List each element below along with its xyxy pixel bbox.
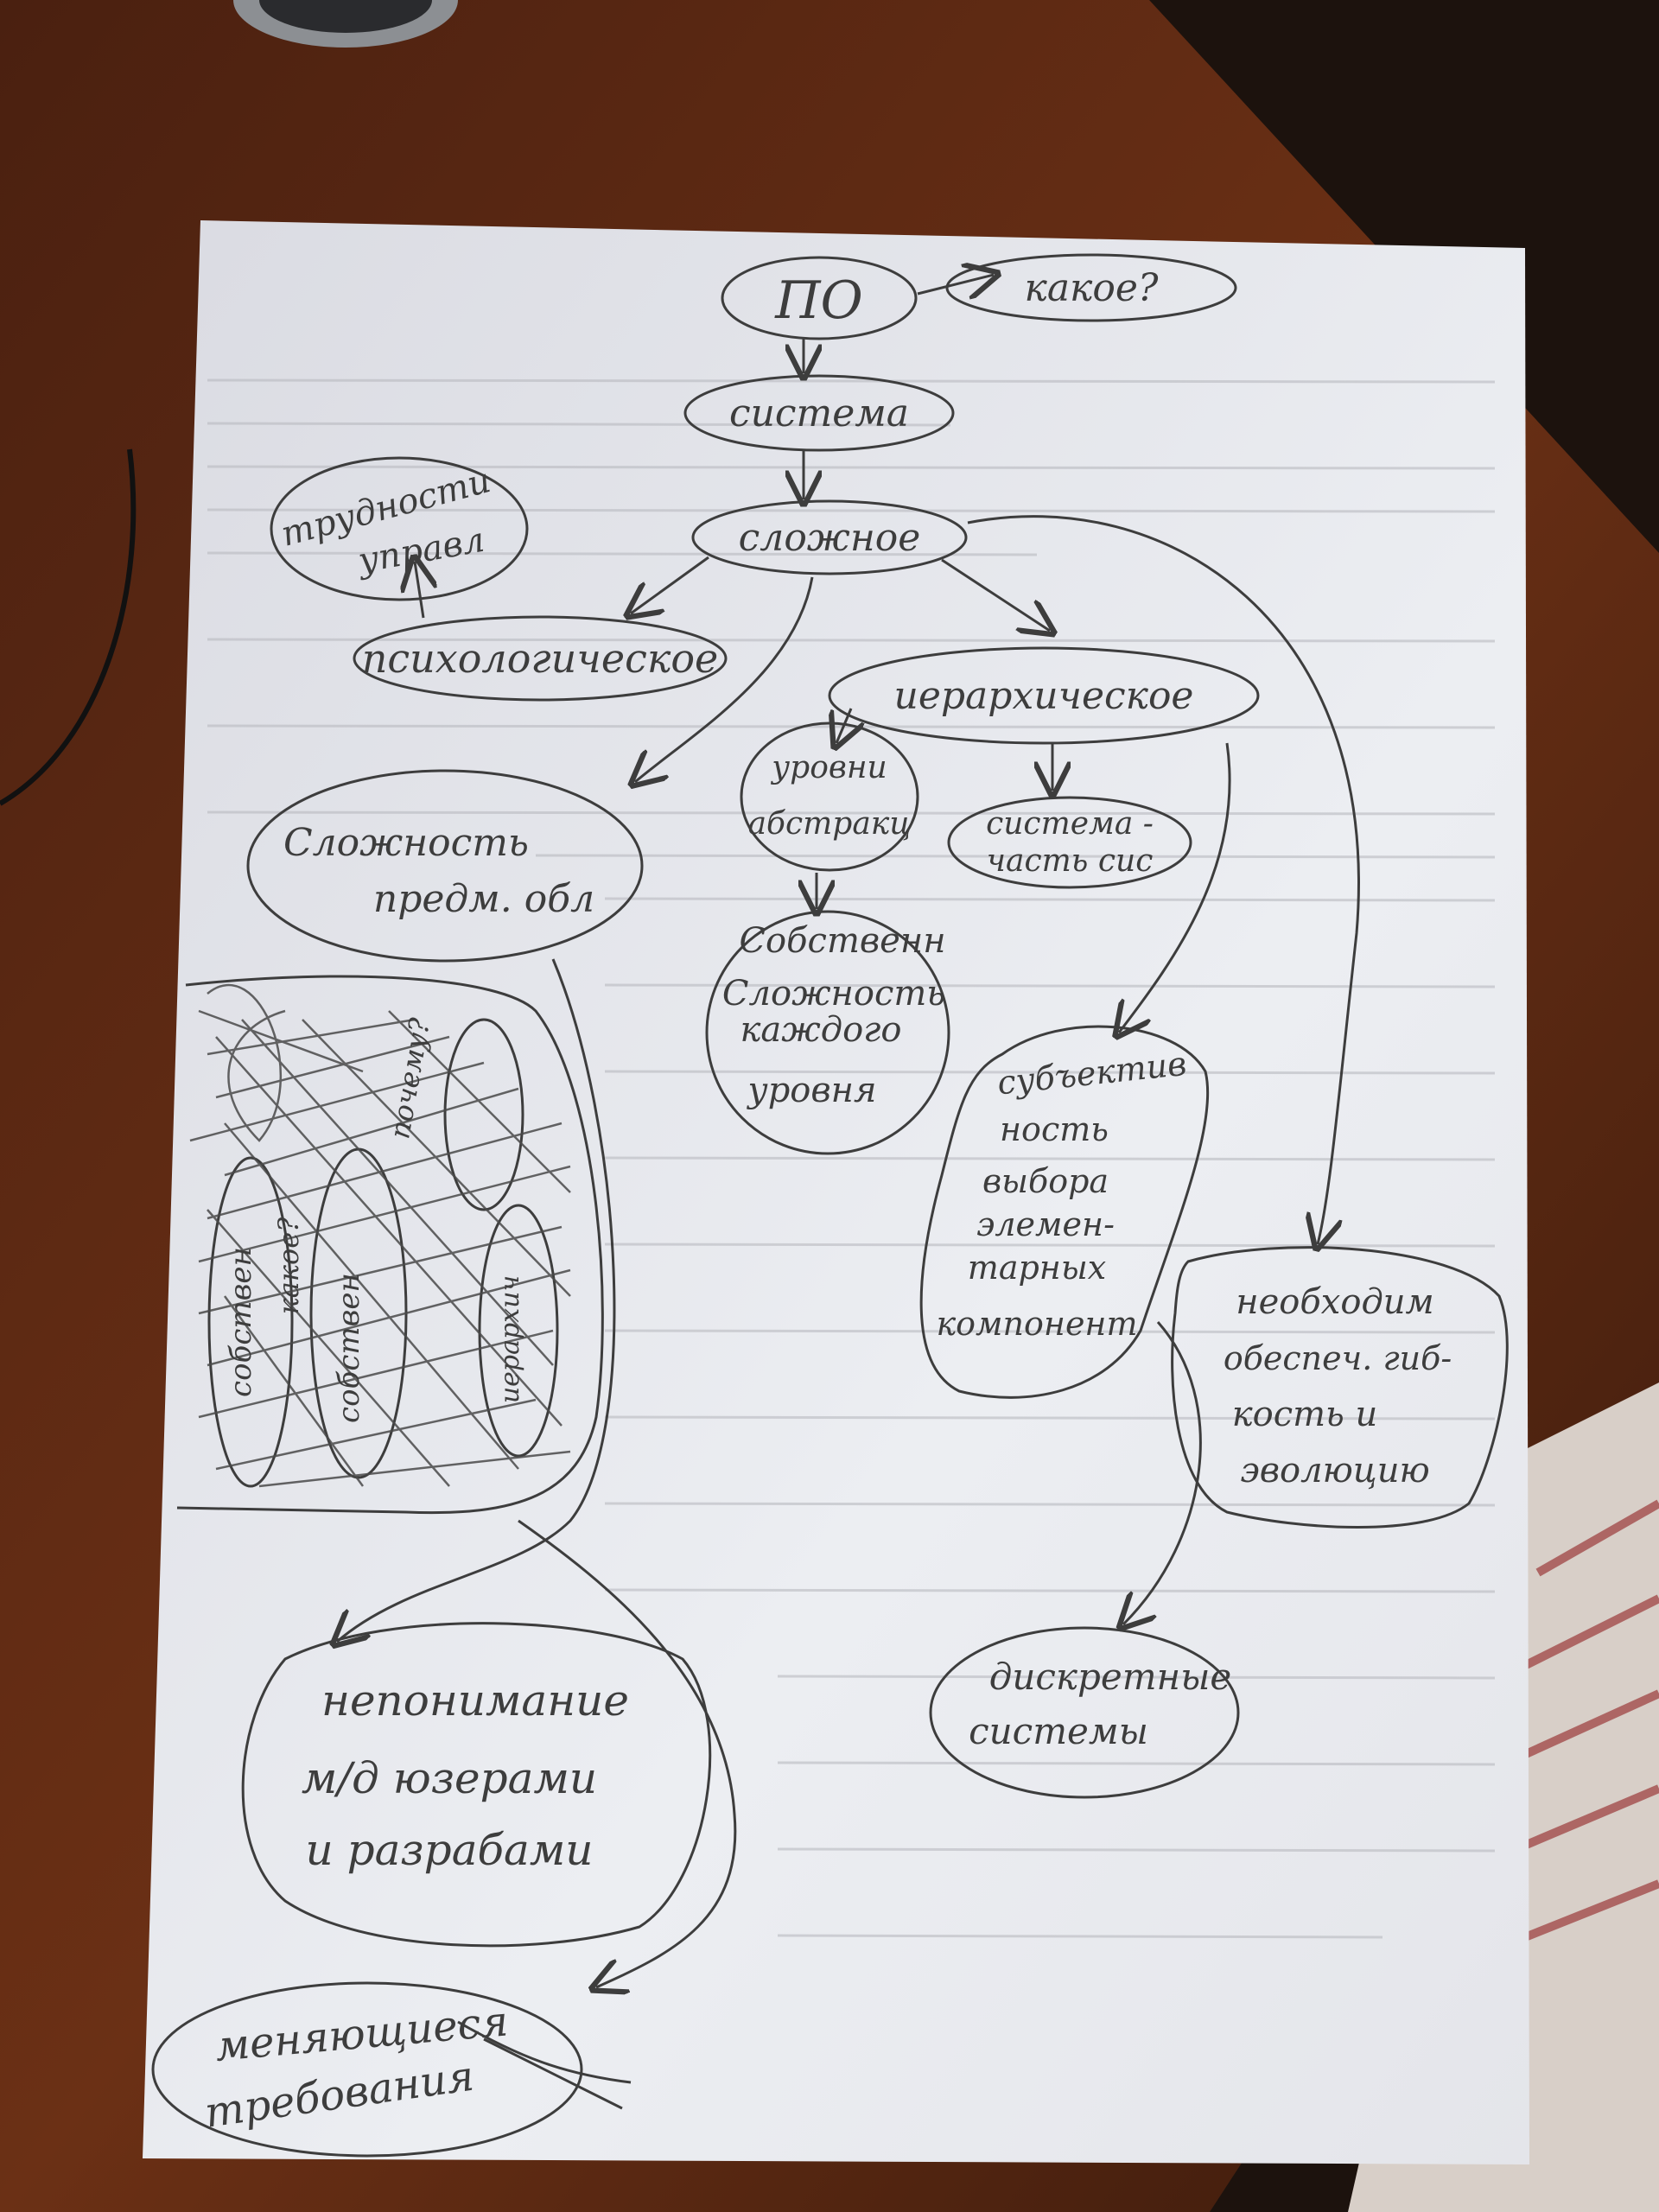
node-urovni-line1: уровни xyxy=(770,750,887,785)
crossed-word-4: иерархич xyxy=(495,1275,525,1403)
node-trudnosti-outline xyxy=(270,456,529,601)
cable xyxy=(0,448,137,806)
node-sobstv-line4: уровня xyxy=(746,1071,876,1110)
node-diskretnye-outline xyxy=(929,1626,1240,1799)
node-po: ПО xyxy=(774,270,863,331)
node-sobstv-line3: каждого xyxy=(741,1010,902,1050)
node-neobkhod-line1: необходим xyxy=(1236,1282,1433,1322)
arrow-ierarkhicheskoe-subjekt xyxy=(1119,742,1231,1033)
arrow-slozhnoe-neobkhod xyxy=(967,515,1360,1244)
arrow-slozhnoe-slozhnost-predm xyxy=(635,576,814,782)
node-kakoe: какое? xyxy=(1025,266,1159,310)
node-psikhologicheskoe: психологическое xyxy=(362,635,719,682)
crossed-word-1: собствен xyxy=(224,1247,258,1397)
crossout-scribble xyxy=(189,983,571,1488)
arrow-ierarkhicheskoe-urovni xyxy=(836,708,851,743)
node-diskretnye-line2: системы xyxy=(969,1710,1148,1752)
arrow-slozhnoe-ierarkhicheskoe xyxy=(941,558,1050,631)
strike-menyayushchiesya xyxy=(457,2020,632,2110)
crossed-inner-oval-3 xyxy=(478,1204,559,1458)
crossed-inner-oval-4 xyxy=(443,1018,524,1211)
node-psikhologicheskoe-outline xyxy=(353,615,728,702)
node-sobstv-line1: Собственн xyxy=(739,921,945,961)
arrow-crossed-neponimanie xyxy=(518,1519,737,1987)
node-neobkhod-line2: обеспеч. гиб- xyxy=(1224,1339,1452,1377)
crossed-word-2: какое? xyxy=(272,1217,305,1315)
crossed-inner-oval-1 xyxy=(207,1156,294,1488)
node-ierarkhicheskoe-outline xyxy=(828,646,1260,745)
node-slozhnost-predm-line1: Сложность xyxy=(283,821,529,865)
node-slozhnost-predm-outline xyxy=(246,769,644,963)
node-neponimanie-line1: непонимание xyxy=(321,1675,629,1726)
node-slozhnost-predm-line2: предм. обл xyxy=(373,877,594,921)
node-subjekt-line3: выбора xyxy=(982,1162,1109,1200)
node-subjekt-outline xyxy=(919,1025,1210,1399)
arrow-po-kakoe xyxy=(917,275,994,294)
node-neponimanie-outline xyxy=(241,1622,712,1948)
node-ierarkhicheskoe: иерархическое xyxy=(894,674,1194,718)
arrow-slozhnoe-psikhologicheskoe xyxy=(631,556,709,613)
node-subjekt-line5: тарных xyxy=(968,1249,1106,1287)
mouse-object-inner xyxy=(259,0,432,33)
node-subjekt-line2: ность xyxy=(1000,1110,1109,1148)
crossed-word-3: собствен xyxy=(332,1273,366,1423)
node-sistema: система xyxy=(729,391,909,435)
node-po-outline xyxy=(721,256,918,340)
node-sobstv-line2: Сложность xyxy=(722,974,945,1014)
node-urovni-line2: абстракц xyxy=(748,806,912,842)
node-sistema-chast-line2: часть сис xyxy=(987,843,1154,879)
node-subjekt-line4: элемен- xyxy=(976,1205,1115,1243)
node-neobkhod-outline xyxy=(1171,1246,1509,1529)
arrow-psikhologicheskoe-trudnosti xyxy=(415,562,423,619)
faint-printed-text xyxy=(207,378,1496,1939)
node-subjekt-line6: компонент xyxy=(936,1305,1137,1343)
node-diskretnye-line1: дискретные xyxy=(989,1656,1232,1698)
node-slozhnoe: сложное xyxy=(739,516,921,560)
node-slozhnoe-outline xyxy=(691,499,968,575)
node-neobkhod-line3: кость и xyxy=(1232,1395,1378,1434)
crossed-out-region-outline xyxy=(176,975,604,1515)
node-neponimanie-line3: и разрабами xyxy=(306,1825,594,1875)
node-sistema-chast-line1: система - xyxy=(986,806,1154,842)
node-neobkhod-line4: эволюцию xyxy=(1240,1451,1429,1491)
arrow-slozhnost-predm-neponimanie xyxy=(337,958,616,1642)
node-neponimanie-line2: м/д юзерами xyxy=(302,1753,597,1803)
node-menyayushchiesya-outline xyxy=(151,1981,583,2158)
arrow-subjekt-diskretnye xyxy=(1123,1321,1202,1624)
